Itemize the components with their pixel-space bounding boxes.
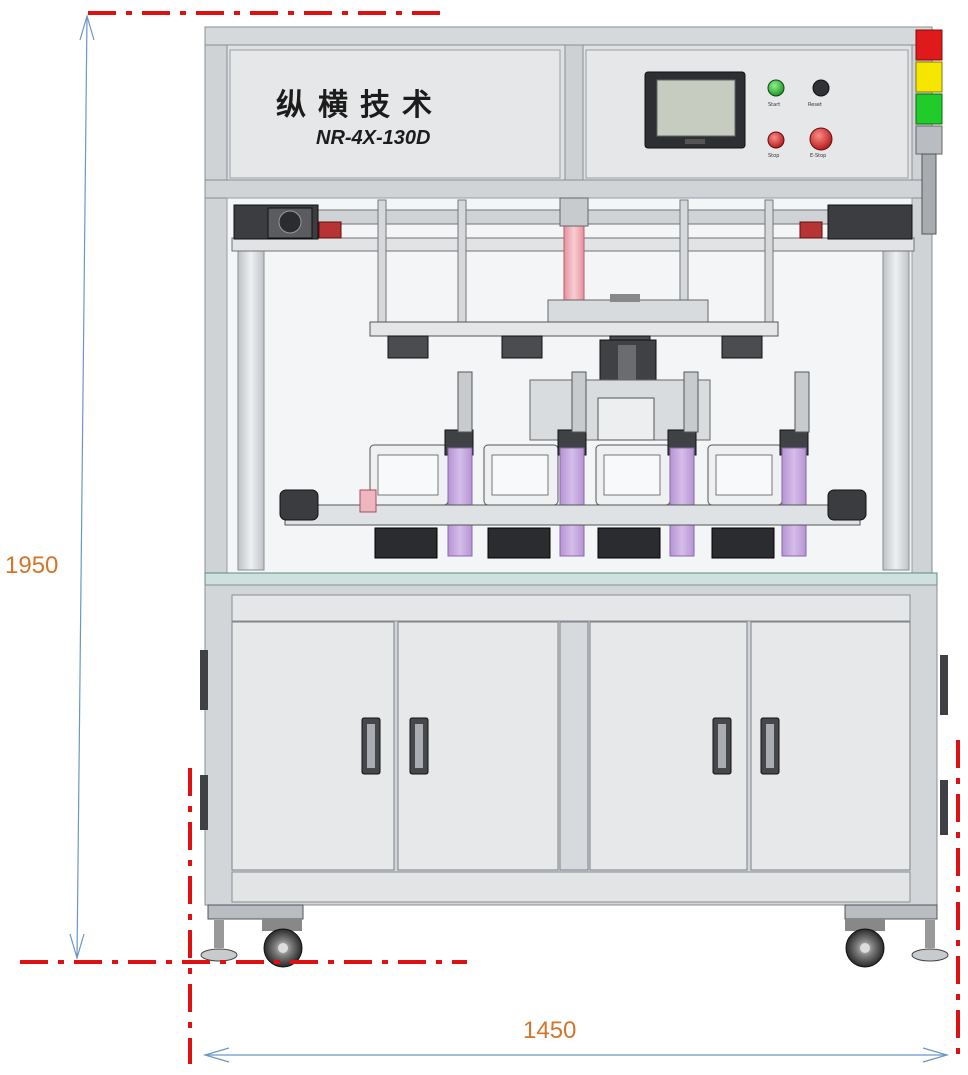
label-panel [229,49,561,179]
height-dimension-label: 1950 [5,552,59,579]
stop-button-icon [767,131,785,149]
selector-switch-icon [812,79,830,97]
lower-cabinet [204,584,938,906]
start-button-label: Start [768,102,781,108]
fixture-station-3 [595,371,699,559]
caster-left-icon [200,904,304,968]
height-dimension-line [69,13,95,961]
control-panel [585,49,909,179]
brand-name-cn: 纵横技术 [276,88,444,123]
model-number: NR-4X-130D [316,127,431,149]
fixture-station-2 [483,371,587,559]
fixture-station-4 [707,371,810,559]
width-dimension-label: 1450 [523,1017,577,1044]
start-button-icon [767,79,785,97]
fixture-station-1 [369,371,474,559]
width-dimension-line [202,1047,950,1063]
table-top [204,572,938,586]
press-head [369,294,779,401]
caster-right-icon [844,904,949,968]
linear-rail [279,489,867,526]
emergency-stop-icon [809,127,833,151]
hmi-touchscreen [644,71,746,149]
reset-button-label: Reset [808,102,822,108]
estop-button-label: E-Stop [810,153,827,159]
stop-button-label: Stop [768,153,780,159]
centerlines [20,11,960,1064]
signal-tower-icon [915,29,943,235]
